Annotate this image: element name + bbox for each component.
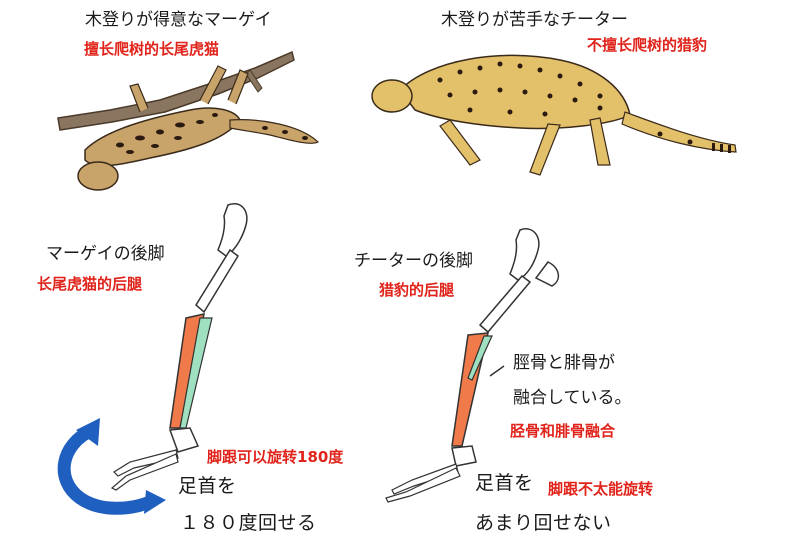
cheetah-title: 木登りが苦手なチーター — [441, 10, 628, 30]
cheetah-leg-skeleton — [385, 228, 560, 503]
cheetah-title-cn: 不擅长爬树的猎豹 — [587, 36, 708, 54]
margay-title-cn: 擅长爬树的长尾虎猫 — [84, 40, 220, 58]
margay-title: 木登りが得意なマーゲイ — [85, 10, 272, 30]
cheetah-leg-label-cn: 猎豹的后腿 — [379, 281, 455, 299]
margay-illustration — [57, 50, 320, 191]
margay-leg-label: マーゲイの後脚 — [46, 244, 165, 264]
cheetah-leg-label: チーターの後脚 — [354, 251, 473, 271]
cheetah-ankle-line1: 足首を — [475, 472, 534, 494]
fusion-line2: 融合している。 — [513, 388, 632, 408]
rotation-arrow — [57, 418, 166, 515]
margay-ankle-line1: 足首を — [178, 475, 237, 497]
fusion-cn: 胫骨和腓骨融合 — [510, 422, 616, 440]
margay-ankle-line2: １８０度回せる — [180, 512, 317, 534]
margay-leg-label-cn: 长尾虎猫的后腿 — [37, 275, 143, 293]
rotation-cn: 脚跟可以旋转180度 — [207, 448, 344, 466]
cheetah-ankle-line2: あまり回せない — [475, 512, 612, 534]
margay-leg-skeleton — [110, 203, 248, 491]
cheetah-ankle-cn: 脚跟不太能旋转 — [548, 480, 654, 498]
cheetah-illustration — [371, 54, 737, 176]
fusion-line1: 脛骨と腓骨が — [513, 353, 615, 373]
